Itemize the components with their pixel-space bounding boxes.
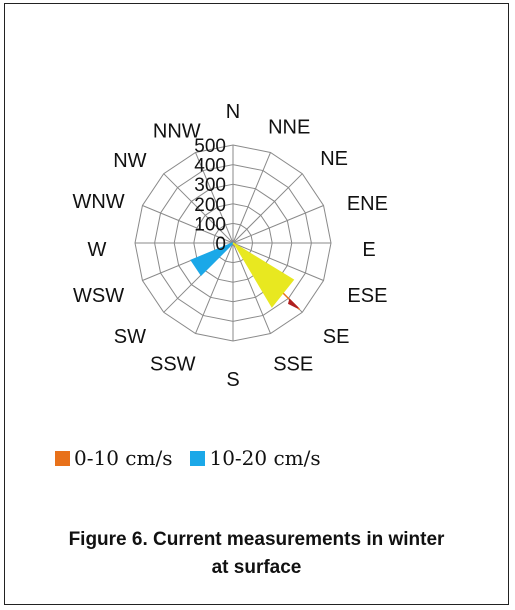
grid-spoke-nnw — [195, 152, 234, 244]
series-3 — [288, 298, 299, 309]
caption-line-1: Figure 6. Current measurements in winter — [68, 529, 445, 550]
radar-series — [190, 242, 301, 311]
legend-swatch-blue — [190, 450, 206, 466]
grid-spoke-ne — [232, 173, 303, 244]
legend-item-10-20: 10-20 cm/s — [190, 446, 321, 470]
direction-label-n: N — [226, 101, 240, 123]
direction-label-sse: SSE — [273, 353, 313, 375]
grid-spoke-ene — [232, 205, 324, 244]
grid-spoke-wnw — [142, 205, 234, 244]
caption-line-2: at surface — [211, 557, 302, 578]
radial-tick-300: 300 — [194, 175, 226, 196]
grid-spoke-sse — [232, 242, 271, 334]
direction-label-nnw: NNW — [153, 121, 201, 143]
chart-legend: 0-10 cm/s 10-20 cm/s — [55, 446, 339, 470]
direction-label-nne: NNE — [268, 117, 310, 139]
grid-spoke-ese — [232, 242, 324, 281]
radar-grid — [134, 144, 332, 342]
direction-label-s: S — [226, 369, 239, 391]
legend-label: 0-10 cm/s — [74, 446, 173, 470]
direction-label-e: E — [362, 239, 375, 261]
direction-label-w: W — [88, 239, 107, 261]
direction-label-wsw: WSW — [73, 285, 124, 307]
radial-tick-400: 400 — [194, 156, 226, 177]
direction-label-ne: NE — [320, 148, 348, 170]
direction-label-ssw: SSW — [150, 353, 196, 375]
direction-label-ese: ESE — [347, 285, 387, 307]
direction-label-ene: ENE — [347, 193, 388, 215]
radial-tick-0: 0 — [215, 234, 226, 255]
radial-tick-200: 200 — [194, 195, 226, 216]
series-2 — [232, 242, 295, 308]
legend-item-0-10: 0-10 cm/s — [55, 446, 172, 470]
direction-label-nw: NW — [113, 150, 146, 172]
direction-label-se: SE — [323, 326, 350, 348]
direction-label-sw: SW — [114, 326, 146, 348]
direction-label-wnw: WNW — [72, 191, 124, 213]
grid-spoke-ssw — [195, 242, 234, 334]
radial-tick-100: 100 — [194, 214, 226, 235]
series-1 — [190, 242, 234, 277]
radial-tick-500: 500 — [194, 136, 226, 157]
figure-caption: Figure 6. Current measurements in winter… — [4, 526, 509, 582]
grid-spoke-nw — [163, 173, 234, 244]
figure-frame — [4, 3, 509, 605]
legend-swatch-orange — [55, 450, 70, 466]
legend-label: 10-20 cm/s — [209, 446, 321, 470]
grid-spoke-nne — [232, 152, 271, 244]
